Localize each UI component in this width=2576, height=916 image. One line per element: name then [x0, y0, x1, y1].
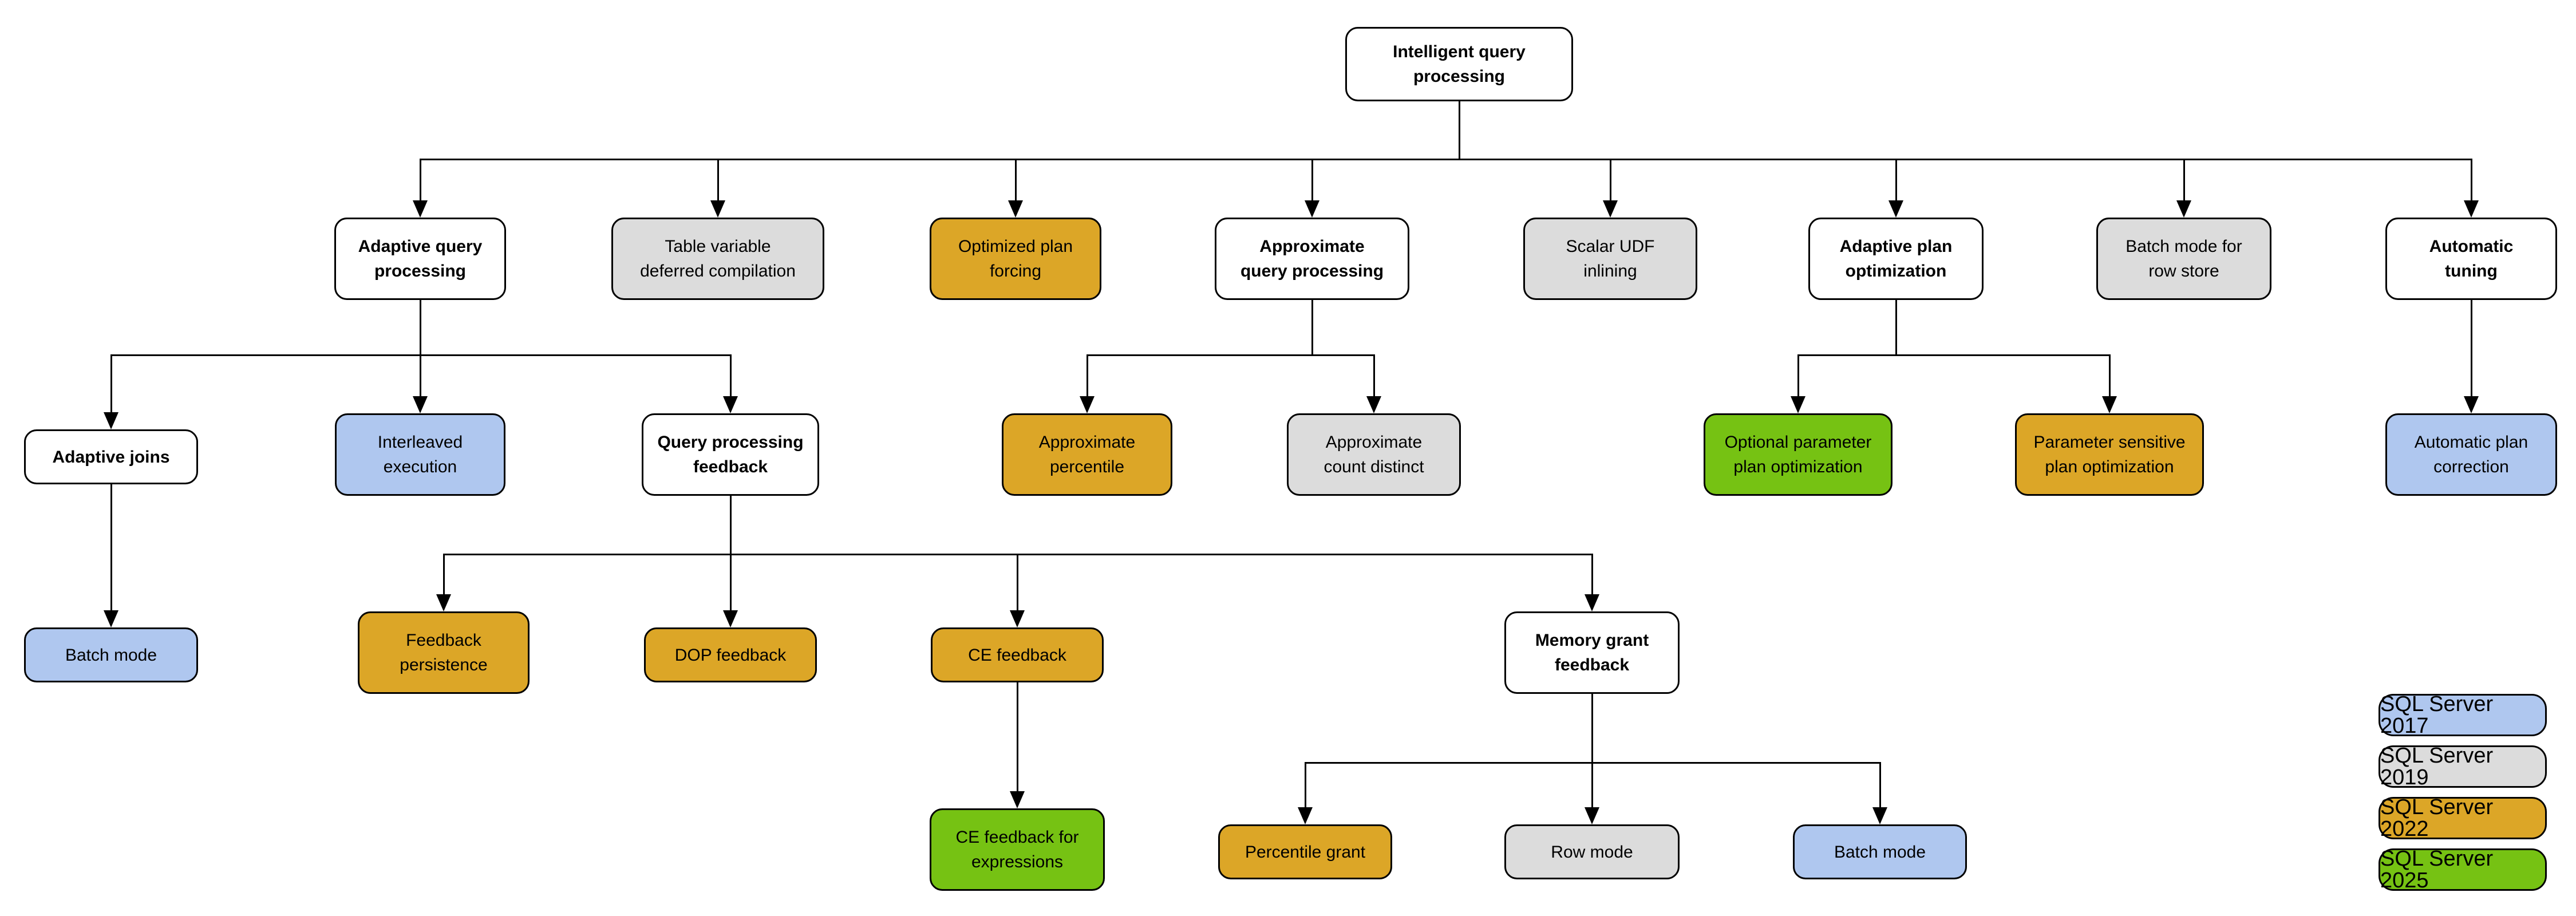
connector-vline	[2108, 355, 2111, 400]
connector-vline	[1797, 355, 1799, 400]
node-automatic-plan-correction: Automatic plan correction	[2385, 413, 2557, 496]
legend-sql-server-2022: SQL Server 2022	[2379, 796, 2547, 840]
arrowhead-down-icon	[1585, 807, 1599, 824]
arrowhead-down-icon	[1010, 610, 1025, 627]
arrowhead-down-icon	[2102, 396, 2117, 413]
legend-sql-server-2019: SQL Server 2019	[2379, 745, 2547, 788]
legend-sql-server-2025: SQL Server 2025	[2379, 848, 2547, 891]
node-optional-parameter-plan-optimization: Optional parameter plan optimization	[1704, 413, 1893, 496]
arrowhead-down-icon	[1603, 200, 1618, 218]
connector-vline	[419, 159, 421, 204]
connector-vline	[2470, 159, 2472, 204]
arrowhead-down-icon	[1791, 396, 1805, 413]
node-table-variable-deferred-compilation: Table variable deferred compilation	[611, 218, 824, 300]
arrowhead-down-icon	[723, 396, 738, 413]
connector-vline	[2470, 300, 2472, 400]
node-batch-mode-for-row-store: Batch mode for row store	[2096, 218, 2271, 300]
connector-vline	[1591, 694, 1593, 763]
node-dop-feedback: DOP feedback	[644, 627, 817, 682]
arrowhead-down-icon	[104, 610, 118, 627]
node-approximate-percentile: Approximate percentile	[1002, 413, 1172, 496]
arrowhead-down-icon	[436, 594, 451, 611]
node-automatic-tuning: Automatic tuning	[2385, 218, 2557, 300]
connector-vline	[1895, 159, 1897, 204]
node-optimized-plan-forcing: Optimized plan forcing	[930, 218, 1101, 300]
connector-vline	[1591, 554, 1593, 598]
connector-vline	[419, 300, 421, 355]
arrowhead-down-icon	[1008, 200, 1023, 218]
connector-vline	[1895, 300, 1897, 355]
node-percentile-grant: Percentile grant	[1218, 824, 1392, 879]
connector-vline	[1014, 159, 1017, 204]
connector-hline	[419, 158, 2472, 160]
node-ce-feedback: CE feedback	[931, 627, 1104, 682]
connector-vline	[2183, 159, 2185, 204]
connector-vline	[1016, 682, 1018, 795]
arrowhead-down-icon	[2176, 200, 2191, 218]
connector-vline	[1304, 763, 1306, 811]
connector-vline	[1609, 159, 1611, 204]
connector-vline	[1373, 355, 1375, 400]
connector-vline	[717, 159, 719, 204]
node-parameter-sensitive-plan-optimization: Parameter sensitive plan optimization	[2015, 413, 2204, 496]
connector-vline	[1311, 159, 1313, 204]
arrowhead-down-icon	[1585, 594, 1599, 611]
arrowhead-down-icon	[1298, 807, 1313, 824]
arrowhead-down-icon	[1010, 791, 1025, 808]
arrowhead-down-icon	[1305, 200, 1319, 218]
node-batch-mode-memory-grant: Batch mode	[1793, 824, 1967, 879]
connector-vline	[1879, 763, 1881, 811]
arrowhead-down-icon	[2464, 200, 2479, 218]
connector-vline	[729, 554, 732, 614]
arrowhead-down-icon	[1080, 396, 1095, 413]
arrowhead-down-icon	[723, 610, 738, 627]
arrowhead-down-icon	[413, 396, 428, 413]
arrowhead-down-icon	[413, 200, 428, 218]
arrowhead-down-icon	[1366, 396, 1381, 413]
node-approximate-query-processing: Approximate query processing	[1215, 218, 1409, 300]
node-scalar-udf-inlining: Scalar UDF inlining	[1523, 218, 1697, 300]
node-intelligent-query-processing: Intelligent query processing	[1345, 27, 1573, 101]
legend-sql-server-2017: SQL Server 2017	[2379, 693, 2547, 737]
connector-vline	[1458, 101, 1460, 159]
connector-vline	[110, 484, 112, 614]
connector-vline	[110, 355, 112, 416]
connector-vline	[729, 496, 732, 554]
connector-vline	[442, 554, 445, 598]
arrowhead-down-icon	[104, 412, 118, 429]
connector-hline	[1797, 354, 2111, 356]
node-interleaved-execution: Interleaved execution	[335, 413, 505, 496]
node-adaptive-plan-optimization: Adaptive plan optimization	[1808, 218, 1984, 300]
arrowhead-down-icon	[2464, 396, 2479, 413]
connector-hline	[1086, 354, 1375, 356]
connector-vline	[1016, 554, 1018, 614]
node-ce-feedback-for-expressions: CE feedback for expressions	[930, 808, 1105, 891]
node-row-mode: Row mode	[1504, 824, 1680, 879]
node-adaptive-query-processing: Adaptive query processing	[334, 218, 506, 300]
connector-vline	[1311, 300, 1313, 355]
node-batch-mode-adaptive-joins: Batch mode	[24, 627, 198, 682]
node-approximate-count-distinct: Approximate count distinct	[1287, 413, 1461, 496]
node-feedback-persistence: Feedback persistence	[358, 611, 530, 694]
connector-vline	[1086, 355, 1088, 400]
arrowhead-down-icon	[1872, 807, 1887, 824]
connector-vline	[729, 355, 732, 400]
node-adaptive-joins: Adaptive joins	[24, 429, 198, 484]
node-query-processing-feedback: Query processing feedback	[642, 413, 819, 496]
connector-vline	[419, 355, 421, 400]
connector-vline	[1591, 763, 1593, 811]
arrowhead-down-icon	[710, 200, 725, 218]
node-memory-grant-feedback: Memory grant feedback	[1504, 611, 1680, 694]
arrowhead-down-icon	[1888, 200, 1903, 218]
